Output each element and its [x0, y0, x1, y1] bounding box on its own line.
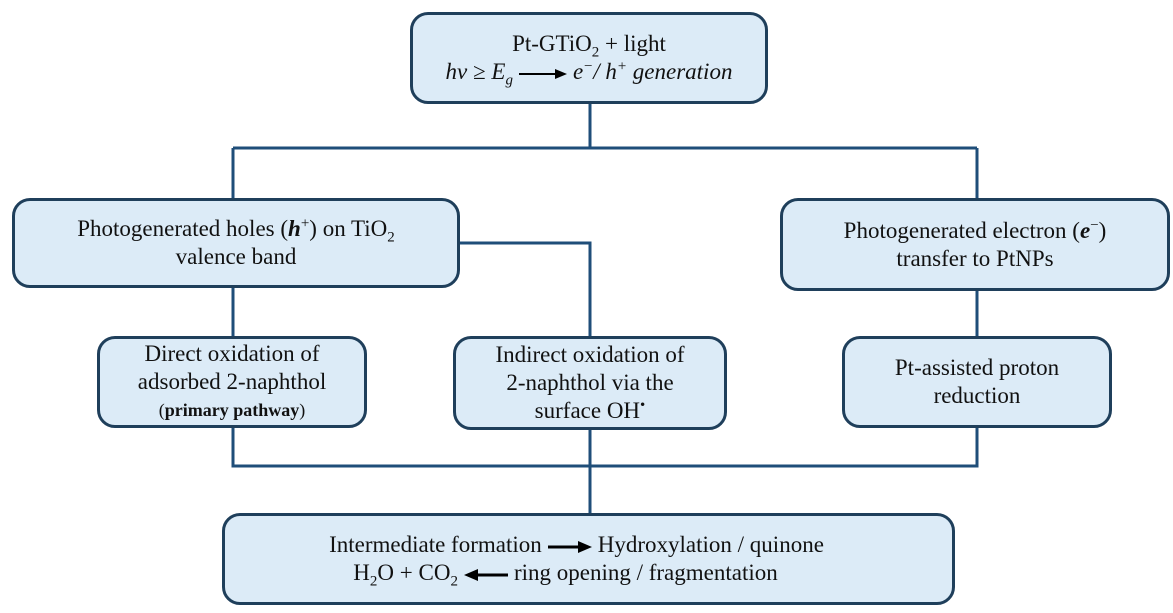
arrow-right-icon: [518, 68, 567, 79]
node-proton-line2: reduction: [933, 383, 1021, 408]
node-indirect-line2: 2-naphthol via the: [506, 370, 674, 395]
node-photogenerated-electron: Photogenerated electron (e−) transfer to…: [780, 198, 1170, 291]
node-direct-oxidation: Direct oxidation of adsorbed 2-naphthol …: [97, 336, 367, 428]
connector-merge: [231, 428, 979, 513]
connector-holes-indirect: [460, 241, 592, 338]
node-indirect-line3: surface OH•: [534, 397, 646, 423]
node-holes-line2: valence band: [175, 244, 297, 269]
node-direct-line1: Direct oxidation of: [144, 341, 320, 366]
node-direct-line3: (primary pathway): [158, 400, 306, 420]
node-light-absorption-line1: Pt-GTiO2 + light: [512, 31, 666, 61]
node-electron-line2: transfer to PtNPs: [896, 245, 1054, 271]
connector-top-split: [231, 103, 979, 198]
arrow-left-icon: [463, 568, 508, 581]
node-indirect-line1: Indirect oxidation of: [495, 342, 685, 367]
node-direct-line2: adsorbed 2-naphthol: [137, 369, 327, 394]
arrow-right-icon: [547, 540, 592, 553]
node-electron-line1: Photogenerated electron (e−): [843, 216, 1107, 243]
node-holes-line1: Photogenerated holes (h+) on TiO2: [77, 215, 395, 246]
node-proton-reduction: Pt-assisted proton reduction: [842, 336, 1112, 428]
node-indirect-oxidation: Indirect oxidation of 2-naphthol via the…: [453, 336, 727, 430]
node-proton-line1: Pt-assisted proton: [894, 355, 1060, 380]
node-photogenerated-holes: Photogenerated holes (h+) on TiO2 valenc…: [12, 198, 460, 288]
